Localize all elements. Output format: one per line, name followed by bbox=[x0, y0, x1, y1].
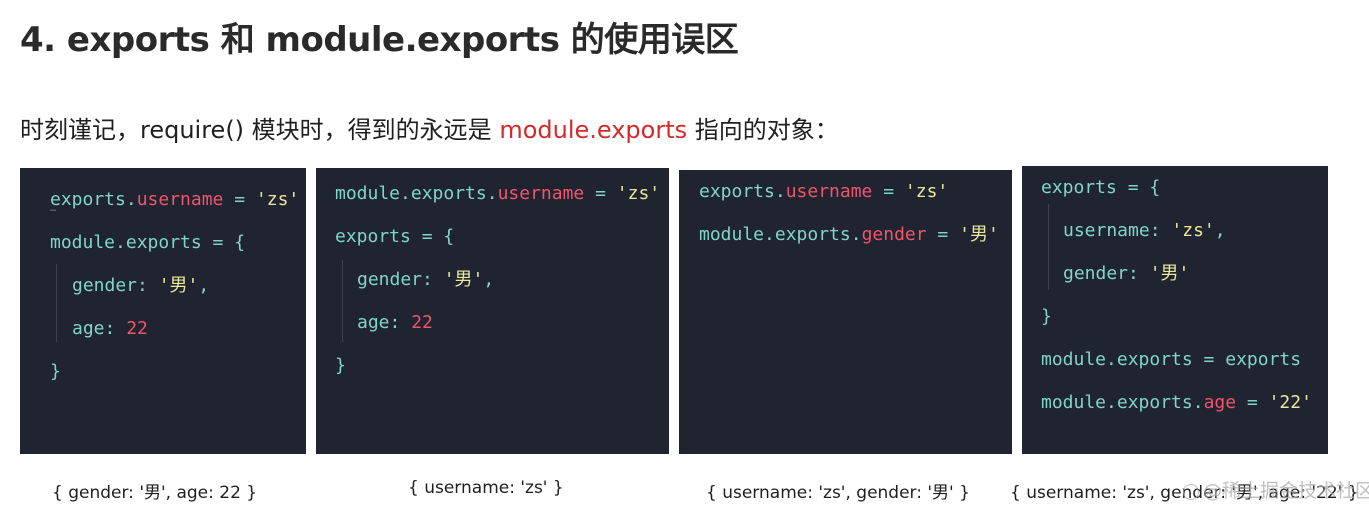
code-token: 'zs' bbox=[1171, 220, 1215, 241]
ellipsis-mark: … bbox=[50, 203, 57, 214]
code-line: module.exports.age = '22' bbox=[1041, 381, 1328, 424]
code-token: 22 bbox=[126, 318, 148, 339]
watermark-text: @稀土掘金技术社区 bbox=[1203, 480, 1369, 502]
code-token: , bbox=[483, 269, 495, 290]
code-token: age bbox=[1203, 392, 1237, 413]
code-line: } bbox=[335, 344, 669, 387]
code-token: = bbox=[1236, 392, 1269, 413]
result-label-2: { username: 'zs' } bbox=[408, 478, 564, 498]
code-token: exports bbox=[699, 181, 775, 202]
code-token: '男' bbox=[158, 275, 199, 296]
code-token: username bbox=[136, 189, 224, 210]
code-line: module.exports = { bbox=[50, 221, 306, 264]
code-line: age: 22 bbox=[335, 301, 669, 344]
code-token: gender bbox=[357, 269, 423, 290]
code-token: '男' bbox=[959, 224, 999, 245]
code-line: exports = { bbox=[335, 215, 669, 258]
code-panel-3: exports.username = 'zs' module.exports.g… bbox=[679, 170, 1012, 454]
code-token: age bbox=[72, 318, 105, 339]
code-token: = bbox=[926, 224, 960, 245]
code-token: module.exports = { bbox=[50, 232, 246, 253]
code-line: age: 22 bbox=[50, 307, 306, 350]
code-token: . bbox=[850, 224, 862, 245]
code-token: . bbox=[125, 189, 137, 210]
intro-suffix: 指向的对象： bbox=[687, 116, 839, 144]
code-token: } bbox=[50, 361, 61, 382]
code-token: . bbox=[1192, 392, 1204, 413]
code-token: module.exports bbox=[699, 224, 851, 245]
indent-guide bbox=[342, 260, 343, 342]
code-panel-2: module.exports.username = 'zs' exports =… bbox=[316, 168, 669, 454]
code-token: exports = { bbox=[1041, 177, 1161, 198]
code-token: gender bbox=[72, 275, 138, 296]
code-line: module.exports.username = 'zs' bbox=[335, 172, 669, 215]
code-token: module.exports bbox=[1041, 392, 1193, 413]
code-line: } bbox=[50, 350, 306, 393]
code-token: = bbox=[584, 183, 617, 204]
code-token: : bbox=[137, 275, 159, 296]
code-line: module.exports = exports bbox=[1041, 338, 1328, 381]
code-token: gender bbox=[1063, 263, 1129, 284]
code-token: module.exports bbox=[335, 183, 487, 204]
code-token: : bbox=[1128, 263, 1150, 284]
code-token: '男' bbox=[443, 269, 484, 290]
code-token: 22 bbox=[411, 312, 433, 333]
code-panel-1: exports.username = 'zs' … module.exports … bbox=[20, 168, 306, 454]
code-token: . bbox=[486, 183, 498, 204]
code-line: gender: '男', bbox=[50, 264, 306, 307]
code-panel-4: exports = { username: 'zs', gender: '男' … bbox=[1022, 166, 1328, 454]
code-token: 'zs' bbox=[255, 189, 300, 210]
code-token: '22' bbox=[1268, 392, 1312, 413]
code-line: exports.username = 'zs' bbox=[699, 170, 1012, 213]
code-token: : bbox=[389, 312, 412, 333]
code-token: 'zs' bbox=[616, 183, 661, 204]
community-logo-icon bbox=[1183, 483, 1199, 500]
code-token: : bbox=[104, 318, 127, 339]
code-token: , bbox=[1214, 220, 1226, 241]
code-token: } bbox=[335, 355, 346, 376]
code-token: username bbox=[1063, 220, 1150, 241]
code-token: , bbox=[198, 275, 210, 296]
intro-text: 时刻谨记，require() 模块时，得到的永远是 module.exports… bbox=[20, 110, 839, 145]
intro-prefix: 时刻谨记，require() 模块时，得到的永远是 bbox=[20, 116, 500, 144]
watermark: @稀土掘金技术社区 bbox=[1183, 476, 1369, 503]
code-line: username: 'zs', bbox=[1041, 209, 1328, 252]
code-token: age bbox=[357, 312, 390, 333]
code-token: : bbox=[1149, 220, 1172, 241]
code-line: module.exports.gender = '男' bbox=[699, 213, 1012, 256]
code-token: '男' bbox=[1149, 263, 1190, 284]
result-label-3: { username: 'zs', gender: '男' } bbox=[706, 483, 970, 503]
code-line: gender: '男', bbox=[335, 258, 669, 301]
indent-guide bbox=[56, 264, 57, 342]
code-token: 'zs' bbox=[904, 181, 949, 202]
code-token: exports bbox=[50, 189, 126, 210]
code-token: . bbox=[774, 181, 786, 202]
code-line: exports = { bbox=[1041, 166, 1328, 209]
code-line: gender: '男' bbox=[1041, 252, 1328, 295]
code-token: module.exports = exports bbox=[1041, 349, 1302, 370]
page-title: 4. exports 和 module.exports 的使用误区 bbox=[20, 20, 739, 60]
code-token: username bbox=[497, 183, 585, 204]
code-token: : bbox=[422, 269, 444, 290]
code-line: } bbox=[1041, 295, 1328, 338]
code-line: exports.username = 'zs' … bbox=[50, 178, 306, 221]
result-label-1: { gender: '男', age: 22 } bbox=[52, 483, 258, 503]
code-token: username bbox=[785, 181, 873, 202]
code-token: gender bbox=[861, 224, 927, 245]
code-token: } bbox=[1041, 306, 1052, 327]
code-token: = bbox=[872, 181, 905, 202]
code-token: exports = { bbox=[335, 226, 455, 247]
intro-highlight: module.exports bbox=[499, 116, 688, 144]
indent-guide bbox=[1048, 204, 1049, 290]
code-token: = bbox=[223, 189, 256, 210]
